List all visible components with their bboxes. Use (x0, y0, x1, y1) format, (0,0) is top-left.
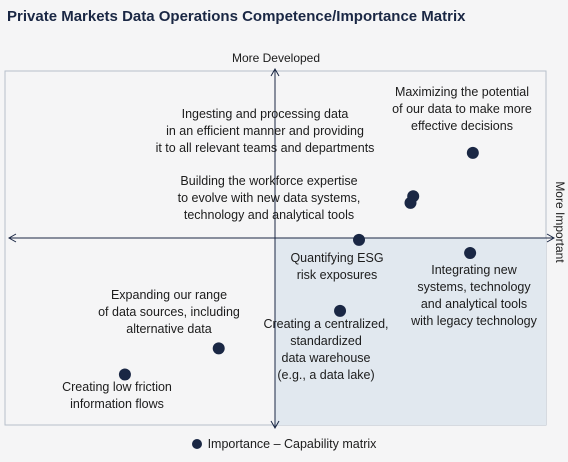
chart-title: Private Markets Data Operations Competen… (7, 8, 466, 25)
data-point-4 (353, 233, 366, 246)
y-axis-arrow-up (270, 67, 280, 77)
y-axis-arrow-down (270, 420, 280, 430)
data-point-1 (466, 146, 479, 159)
data-point-6 (334, 304, 347, 317)
x-axis-arrow-right (546, 233, 556, 243)
x-axis-arrow-left (7, 233, 17, 243)
highlight-quadrant (275, 238, 546, 425)
legend-label: Importance – Capability matrix (207, 437, 377, 451)
x-axis-label: More Important (553, 181, 567, 263)
data-point-7 (212, 342, 225, 355)
y-axis-label: More Developed (232, 51, 320, 65)
data-point-5 (464, 246, 477, 259)
data-point-3 (404, 196, 417, 209)
data-point-8 (118, 368, 131, 381)
legend: Importance – Capability matrix (0, 437, 568, 451)
legend-marker (191, 439, 202, 449)
